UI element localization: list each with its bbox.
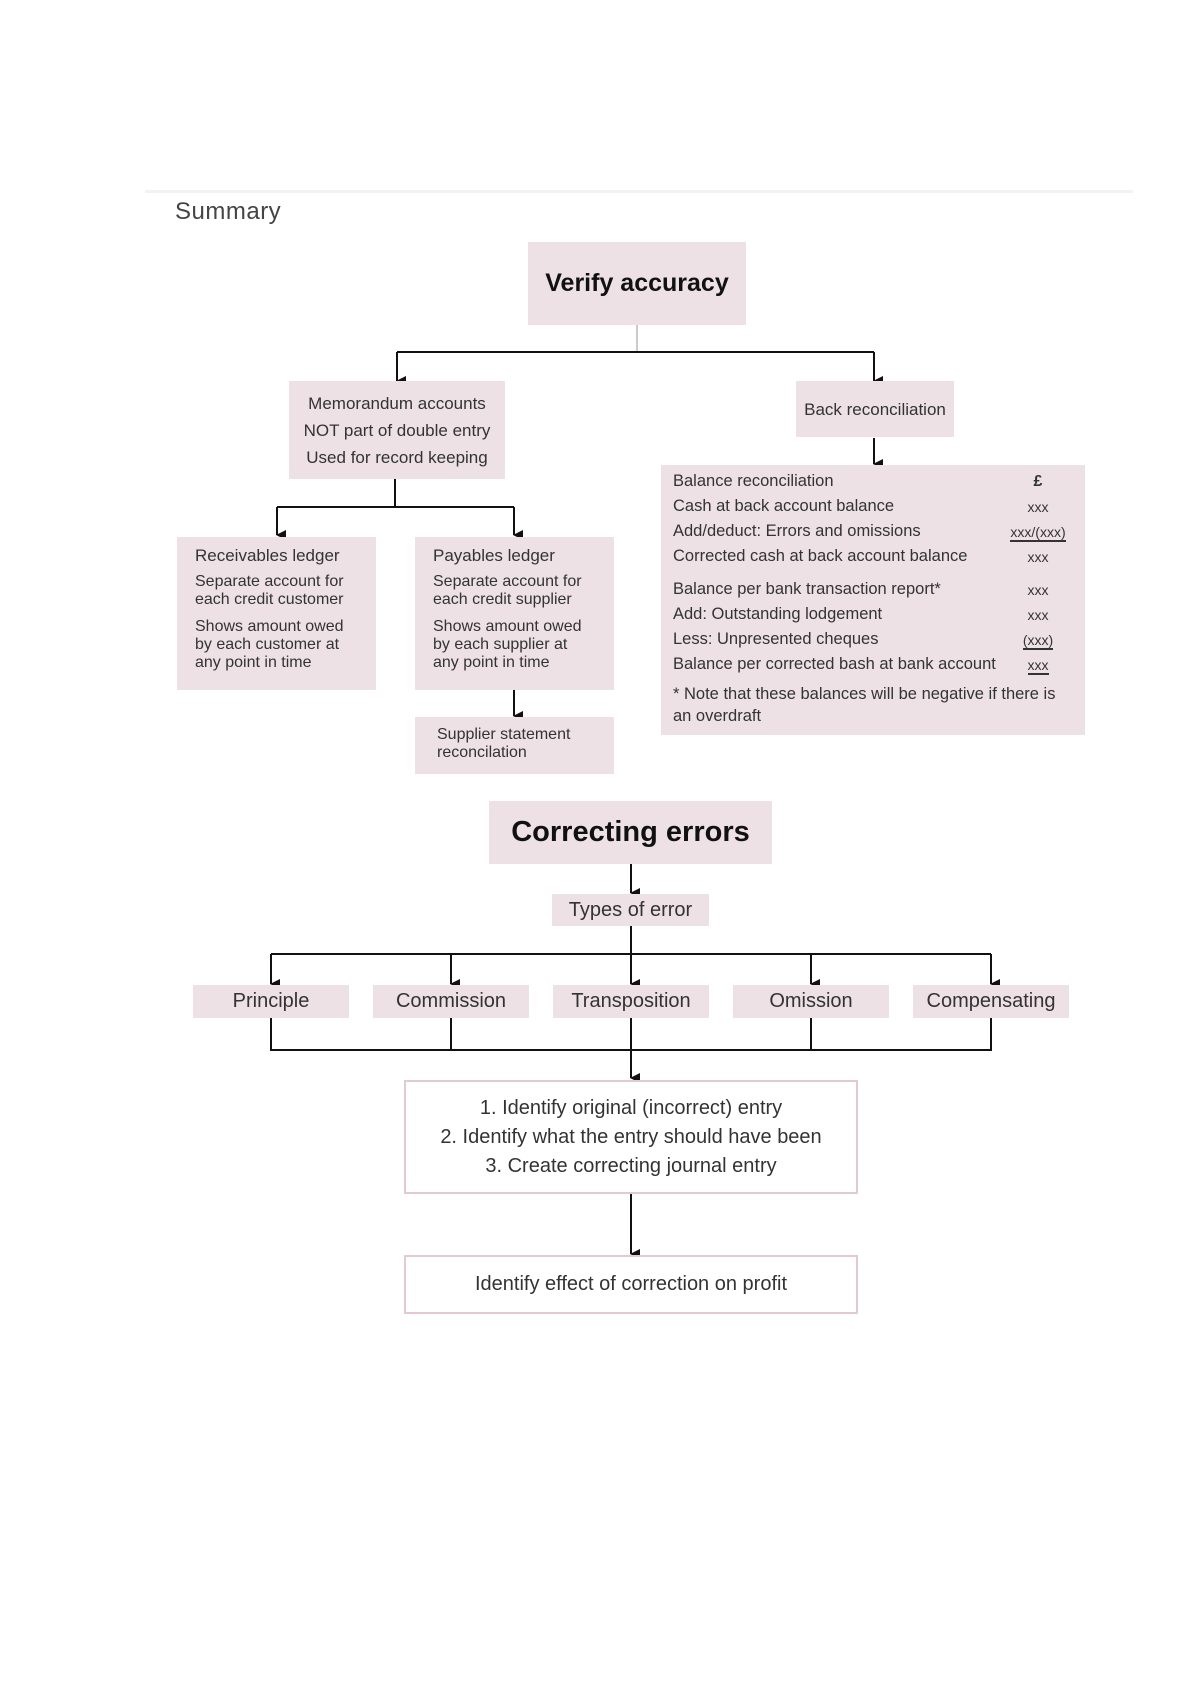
- types-of-error-label: Types of error: [568, 898, 693, 921]
- receivables-line-1: Separate account for each credit custome…: [195, 573, 344, 608]
- supplier-statement-box: Supplier statement reconcilation: [415, 717, 614, 774]
- supplier-statement-label: Supplier statement reconcilation: [437, 726, 571, 761]
- top-divider: [145, 190, 1133, 193]
- error-type-label: Omission: [769, 990, 853, 1012]
- verify-accuracy-box: Verify accuracy: [528, 242, 746, 325]
- back-reconciliation-box: Back reconciliation: [796, 381, 954, 437]
- rec-row: Corrected cash at back account balance x…: [673, 544, 1073, 569]
- correction-steps-box: 1. Identify original (incorrect) entry 2…: [404, 1080, 858, 1194]
- rec-row-label: Less: Unpresented cheques: [673, 630, 879, 648]
- rec-row-label: Balance per corrected bash at bank accou…: [673, 655, 996, 673]
- reconciliation-table: Balance reconciliation £ Cash at back ac…: [661, 465, 1085, 735]
- rec-header-row: Balance reconciliation £: [673, 469, 1073, 494]
- error-type-compensating: Compensating: [913, 985, 1069, 1018]
- rec-row-amount: (xxx): [1022, 631, 1054, 650]
- error-type-commission: Commission: [373, 985, 529, 1018]
- correcting-errors-box: Correcting errors: [489, 801, 772, 864]
- rec-row: Less: Unpresented cheques (xxx): [673, 627, 1073, 652]
- effect-on-profit-box: Identify effect of correction on profit: [404, 1255, 858, 1314]
- rec-currency: £: [1033, 472, 1043, 490]
- error-type-principle: Principle: [193, 985, 349, 1018]
- rec-row-label: Balance per bank transaction report*: [673, 580, 941, 598]
- step-3: 3. Create correcting journal entry: [485, 1154, 777, 1177]
- memo-line-2: NOT part of double entry: [303, 420, 491, 440]
- receivables-ledger-title: Receivables ledger: [195, 546, 340, 565]
- error-type-omission: Omission: [733, 985, 889, 1018]
- correcting-errors-title: Correcting errors: [511, 816, 750, 848]
- memo-line-1: Memorandum accounts: [308, 393, 486, 413]
- rec-row: Add: Outstanding lodgement xxx: [673, 602, 1073, 627]
- rec-row-amount: xxx: [1027, 606, 1049, 623]
- rec-row: Balance per bank transaction report* xxx: [673, 577, 1073, 602]
- rec-row-amount: xxx: [1027, 656, 1049, 675]
- back-reconciliation-label: Back reconciliation: [804, 399, 946, 419]
- receivables-ledger-box: Receivables ledger Separate account for …: [177, 537, 376, 690]
- error-type-label: Commission: [395, 990, 507, 1012]
- error-type-label: Compensating: [926, 990, 1056, 1012]
- types-of-error-box: Types of error: [552, 894, 709, 926]
- rec-row-label: Add: Outstanding lodgement: [673, 605, 883, 623]
- payables-ledger-box: Payables ledger Separate account for eac…: [415, 537, 614, 690]
- rec-row: Add/deduct: Errors and omissions xxx/(xx…: [673, 519, 1073, 544]
- rec-header: Balance reconciliation: [673, 472, 834, 490]
- error-type-label: Principle: [232, 990, 310, 1012]
- step-2: 2. Identify what the entry should have b…: [440, 1125, 822, 1148]
- payables-line-1: Separate account for each credit supplie…: [433, 573, 582, 608]
- rec-row-label: Corrected cash at back account balance: [673, 547, 968, 565]
- section-heading: Summary: [175, 198, 282, 225]
- rec-row-amount: xxx: [1027, 548, 1049, 565]
- memorandum-accounts-box: Memorandum accounts NOT part of double e…: [289, 381, 505, 479]
- rec-row-amount: xxx/(xxx): [1010, 523, 1066, 542]
- verify-accuracy-title: Verify accuracy: [545, 269, 729, 297]
- rec-row-label: Cash at back account balance: [673, 497, 895, 515]
- receivables-line-2: Shows amount owed by each customer at an…: [195, 618, 344, 671]
- payables-ledger-title: Payables ledger: [433, 546, 555, 565]
- rec-row: Balance per corrected bash at bank accou…: [673, 652, 1073, 677]
- error-type-label: Transposition: [571, 990, 691, 1012]
- error-type-transposition: Transposition: [553, 985, 709, 1018]
- rec-row-label: Add/deduct: Errors and omissions: [673, 522, 921, 540]
- rec-row-amount: xxx: [1027, 581, 1049, 598]
- payables-line-2: Shows amount owed by each supplier at an…: [433, 618, 582, 671]
- rec-note: * Note that these balances will be negat…: [673, 685, 1056, 725]
- rec-row-amount: xxx: [1027, 498, 1049, 515]
- rec-row: Cash at back account balance xxx: [673, 494, 1073, 519]
- step-1: 1. Identify original (incorrect) entry: [479, 1096, 783, 1119]
- effect-on-profit-label: Identify effect of correction on profit: [474, 1273, 788, 1295]
- memo-line-3: Used for record keeping: [306, 447, 488, 467]
